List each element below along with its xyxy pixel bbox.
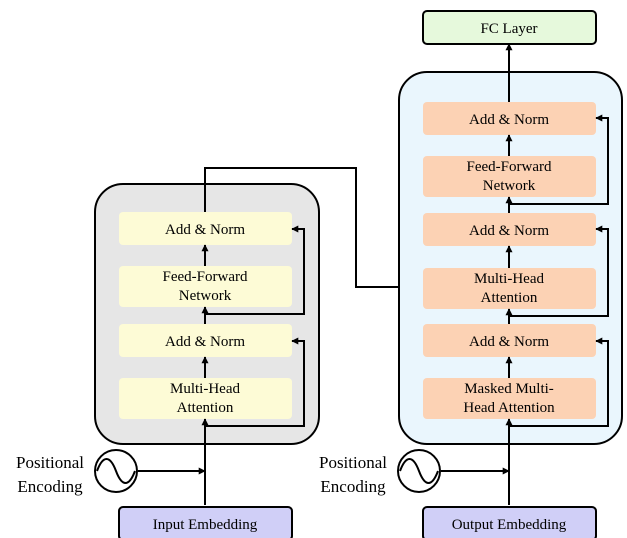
- encoder-block-add-norm-top: Add & Norm: [119, 212, 292, 245]
- fc-layer-label: FC Layer: [480, 21, 537, 37]
- encoder-block-add-norm-bottom: Add & Norm: [119, 324, 292, 357]
- decoder-positional-label-line2: Encoding: [320, 477, 386, 496]
- encoder-add-norm-bottom-label: Add & Norm: [165, 334, 245, 350]
- decoder-mha-label-line2: Attention: [481, 290, 538, 306]
- encoder-positional-label-line2: Encoding: [17, 477, 83, 496]
- decoder-add-norm-top-label: Add & Norm: [469, 112, 549, 128]
- decoder-positional-label-line1: Positional: [319, 453, 387, 472]
- decoder-block-add-norm-top: Add & Norm: [423, 102, 596, 135]
- encoder-block-multi-head-attention: Multi-Head Attention: [119, 378, 292, 419]
- decoder-masked-label-line2: Head Attention: [463, 400, 555, 416]
- encoder-ffn-label-line2: Network: [179, 288, 232, 304]
- encoder-positional-encoding-icon: [94, 449, 138, 493]
- encoder-ffn-label-line1: Feed-Forward: [163, 269, 248, 285]
- decoder-add-norm-middle-label: Add & Norm: [469, 223, 549, 239]
- decoder-mha-label-line1: Multi-Head: [474, 271, 544, 287]
- decoder-block-add-norm-bottom: Add & Norm: [423, 324, 596, 357]
- input-embedding-box: Input Embedding: [118, 506, 293, 538]
- encoder-mha-label-line2: Attention: [177, 400, 234, 416]
- decoder-ffn-label-line2: Network: [483, 178, 536, 194]
- input-embedding-label: Input Embedding: [153, 517, 258, 533]
- encoder-flow-arrows: [138, 167, 424, 505]
- encoder-block-feed-forward: Feed-Forward Network: [119, 266, 292, 307]
- output-embedding-label: Output Embedding: [452, 517, 567, 533]
- decoder-flow-arrows: [441, 43, 609, 505]
- encoder-add-norm-top-label: Add & Norm: [165, 222, 245, 238]
- decoder-positional-encoding-icon: [397, 449, 441, 493]
- decoder-add-norm-bottom-label: Add & Norm: [469, 334, 549, 350]
- output-embedding-box: Output Embedding: [422, 506, 597, 538]
- decoder-block-masked-attention: Masked Multi- Head Attention: [423, 378, 596, 419]
- decoder-ffn-label-line1: Feed-Forward: [467, 159, 552, 175]
- decoder-block-add-norm-middle: Add & Norm: [423, 213, 596, 246]
- decoder-block-multi-head-attention: Multi-Head Attention: [423, 268, 596, 309]
- encoder-mha-label-line1: Multi-Head: [170, 381, 240, 397]
- encoder-positional-label-line1: Positional: [16, 453, 84, 472]
- decoder-masked-label-line1: Masked Multi-: [464, 381, 554, 397]
- fc-layer-box: FC Layer: [422, 10, 597, 45]
- decoder-block-feed-forward: Feed-Forward Network: [423, 156, 596, 197]
